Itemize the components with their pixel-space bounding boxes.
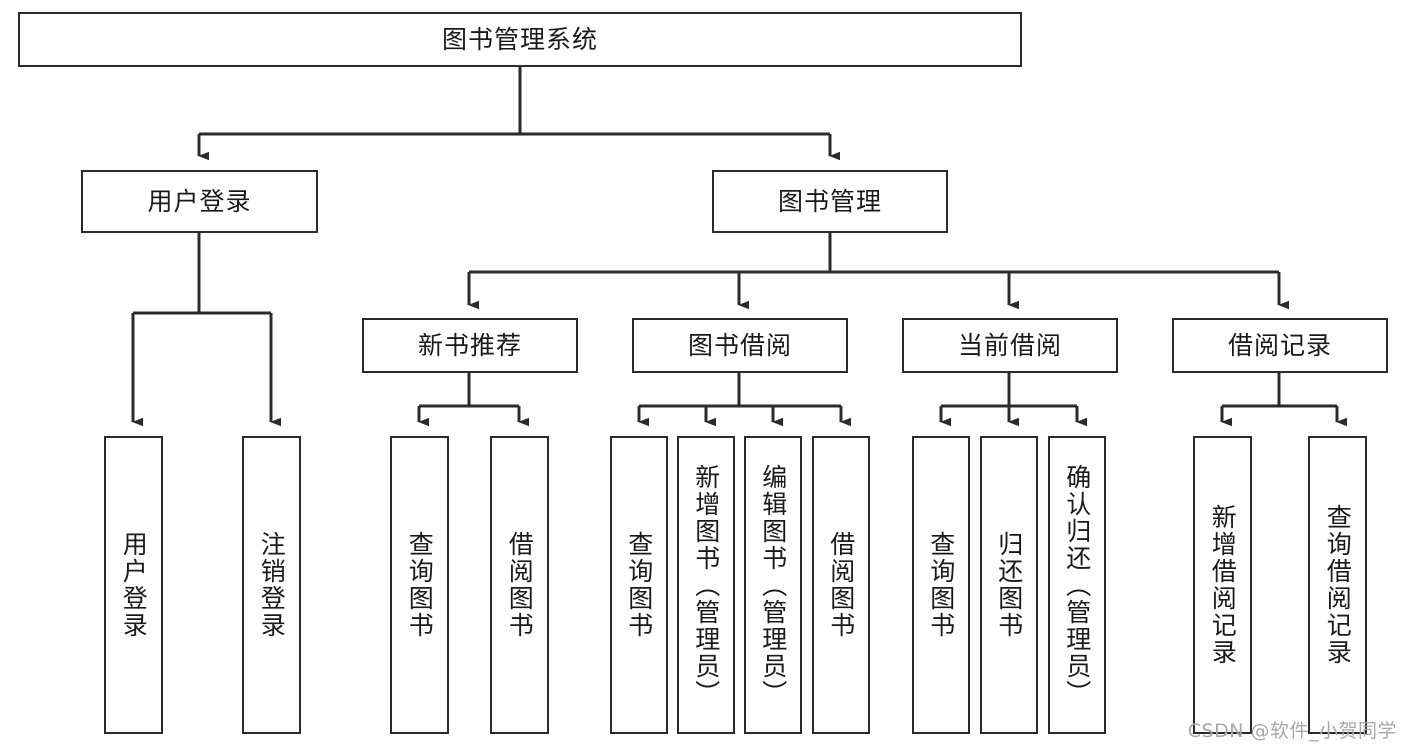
node-borrow-record[interactable]: 借阅记录 (1172, 318, 1388, 373)
leaf-book-borrow-borrow[interactable]: 借阅图书 (812, 436, 870, 734)
leaf-borrow-record-add[interactable]: 新增借阅记录 (1193, 436, 1252, 734)
leaf-book-borrow-query-label: 查询图书 (624, 531, 654, 639)
leaf-user-login-logout[interactable]: 注销登录 (242, 436, 301, 734)
leaf-current-borrow-confirm-label: 确认归还（管理员） (1062, 463, 1092, 707)
node-user-login[interactable]: 用户登录 (81, 170, 318, 233)
leaf-current-borrow-confirm[interactable]: 确认归还（管理员） (1048, 436, 1106, 734)
node-current-borrow[interactable]: 当前借阅 (902, 318, 1118, 373)
leaf-book-borrow-borrow-label: 借阅图书 (826, 531, 856, 639)
leaf-new-book-borrow[interactable]: 借阅图书 (490, 436, 549, 734)
leaf-book-borrow-query[interactable]: 查询图书 (610, 436, 668, 734)
leaf-borrow-record-query-label: 查询借阅记录 (1323, 504, 1353, 666)
leaf-book-borrow-edit[interactable]: 编辑图书（管理员） (744, 436, 802, 734)
leaf-user-login-logout-label: 注销登录 (257, 531, 287, 639)
leaf-current-borrow-query[interactable]: 查询图书 (912, 436, 970, 734)
leaf-book-borrow-add-label: 新增图书（管理员） (691, 463, 721, 707)
leaf-book-borrow-edit-label: 编辑图书（管理员） (758, 463, 788, 707)
node-new-book-recommend[interactable]: 新书推荐 (362, 318, 578, 373)
leaf-new-book-query-label: 查询图书 (405, 531, 435, 639)
node-borrow-record-label: 借阅记录 (1227, 330, 1332, 360)
leaf-borrow-record-query[interactable]: 查询借阅记录 (1308, 436, 1367, 734)
node-user-login-label: 用户登录 (147, 186, 252, 216)
node-book-management[interactable]: 图书管理 (712, 170, 948, 233)
leaf-borrow-record-add-label: 新增借阅记录 (1208, 504, 1238, 666)
node-root-book-management-system[interactable]: 图书管理系统 (18, 12, 1022, 67)
leaf-current-borrow-query-label: 查询图书 (926, 531, 956, 639)
node-book-borrow-label: 图书借阅 (687, 330, 792, 360)
leaf-current-borrow-return[interactable]: 归还图书 (980, 436, 1038, 734)
leaf-new-book-query[interactable]: 查询图书 (390, 436, 449, 734)
node-current-borrow-label: 当前借阅 (957, 330, 1062, 360)
leaf-book-borrow-add[interactable]: 新增图书（管理员） (677, 436, 735, 734)
leaf-user-login-login-label: 用户登录 (119, 531, 149, 639)
leaf-user-login-login[interactable]: 用户登录 (104, 436, 163, 734)
node-root-label: 图书管理系统 (441, 24, 598, 54)
leaf-new-book-borrow-label: 借阅图书 (505, 531, 535, 639)
node-new-book-recommend-label: 新书推荐 (417, 330, 522, 360)
leaf-current-borrow-return-label: 归还图书 (994, 531, 1024, 639)
node-book-borrow[interactable]: 图书借阅 (632, 318, 848, 373)
node-book-management-label: 图书管理 (777, 186, 882, 216)
